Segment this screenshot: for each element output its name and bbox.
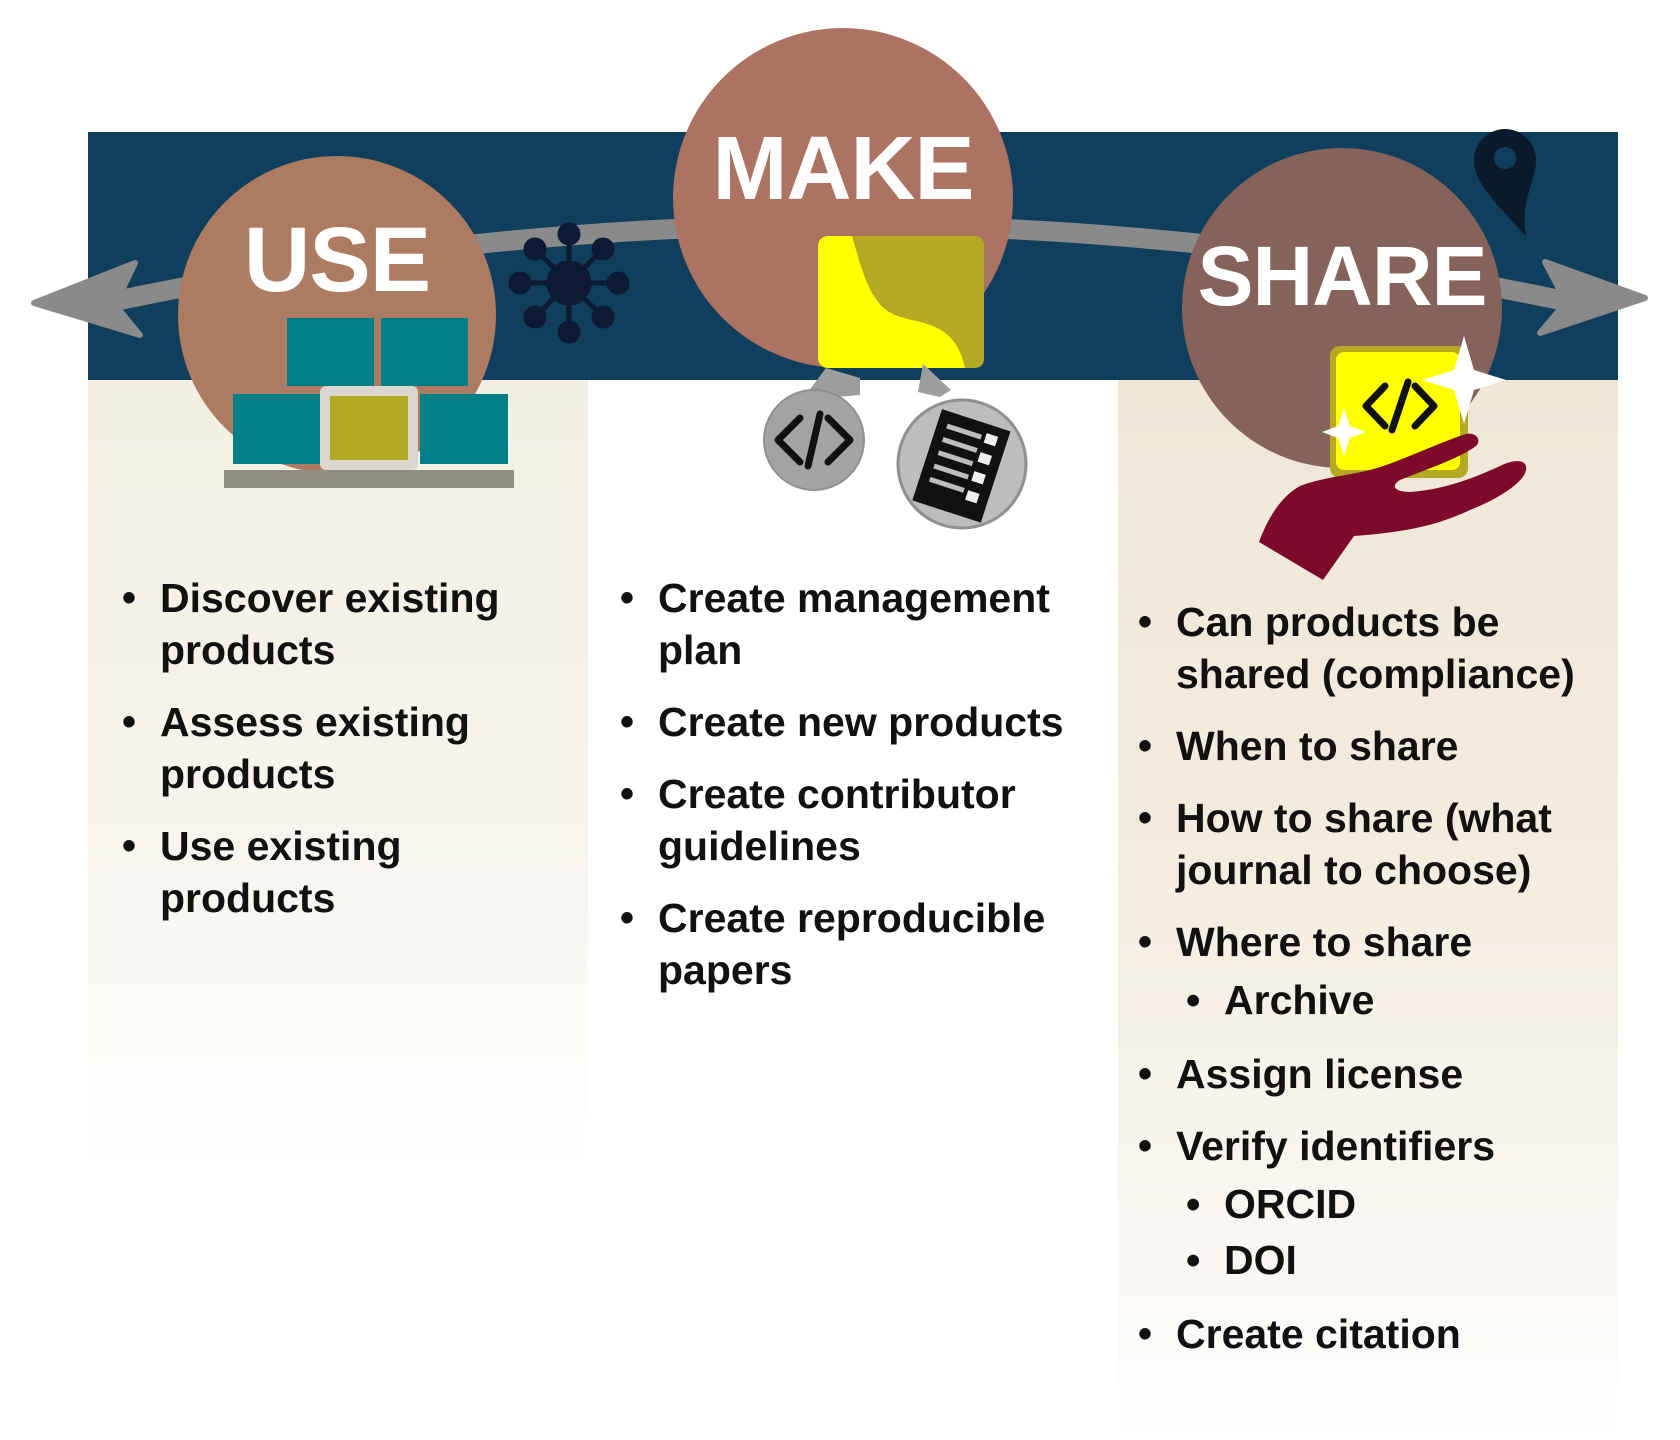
list-item-text: Create citation (1176, 1311, 1461, 1357)
network-icon (508, 222, 630, 344)
share-list: Can products be shared (compliance) When … (1138, 596, 1618, 1380)
list-item-text: Can products be shared (compliance) (1176, 599, 1575, 697)
share-title: SHARE (1197, 229, 1487, 323)
list-item: When to share (1138, 720, 1618, 772)
arrowhead-right (1537, 259, 1648, 336)
checklist-icon (896, 398, 1028, 530)
list-item: Create new products (620, 696, 1100, 748)
sub-list-item: Archive (1186, 972, 1618, 1028)
make-title: MAKE (712, 119, 975, 219)
document-icon (818, 236, 984, 368)
make-list: Create management planCreate new product… (620, 572, 1100, 1016)
list-item: Use existing products (122, 820, 582, 924)
sparkle-icon-small (1322, 408, 1366, 456)
use-list: Discover existing productsAssess existin… (122, 572, 582, 944)
list-item: Create citation (1138, 1308, 1618, 1360)
list-item-text: How to share (what journal to choose) (1176, 795, 1552, 893)
list-item: Create reproducible papers (620, 892, 1100, 996)
list-item: Can products be shared (compliance) (1138, 596, 1618, 700)
arrowhead-left (31, 260, 143, 338)
list-item-text: Assign license (1176, 1051, 1464, 1097)
use-title: USE (243, 209, 431, 311)
list-item: How to share (what journal to choose) (1138, 792, 1618, 896)
list-item-text: Where to share (1176, 919, 1473, 965)
list-item: Assign license (1138, 1048, 1618, 1100)
list-item: Discover existing products (122, 572, 582, 676)
right-flow-arrow (918, 364, 951, 397)
sub-list: ORCIDDOI (1176, 1176, 1618, 1288)
sparkle-icon (1422, 336, 1506, 424)
list-item: Create management plan (620, 572, 1100, 676)
location-pin-icon (1474, 129, 1536, 236)
list-item: Create contributor guidelines (620, 768, 1100, 872)
list-item-text: When to share (1176, 723, 1459, 769)
list-item: Where to shareArchive (1138, 916, 1618, 1028)
sub-list-item: DOI (1186, 1232, 1618, 1288)
sub-list-item: ORCID (1186, 1176, 1618, 1232)
code-icon (763, 389, 865, 491)
list-item-text: Verify identifiers (1176, 1123, 1496, 1169)
stacked-blocks-icon (224, 318, 514, 488)
list-item: Verify identifiersORCIDDOI (1138, 1120, 1618, 1288)
list-item: Assess existing products (122, 696, 582, 800)
sub-list: Archive (1176, 972, 1618, 1028)
open-hand-icon (1259, 433, 1527, 580)
